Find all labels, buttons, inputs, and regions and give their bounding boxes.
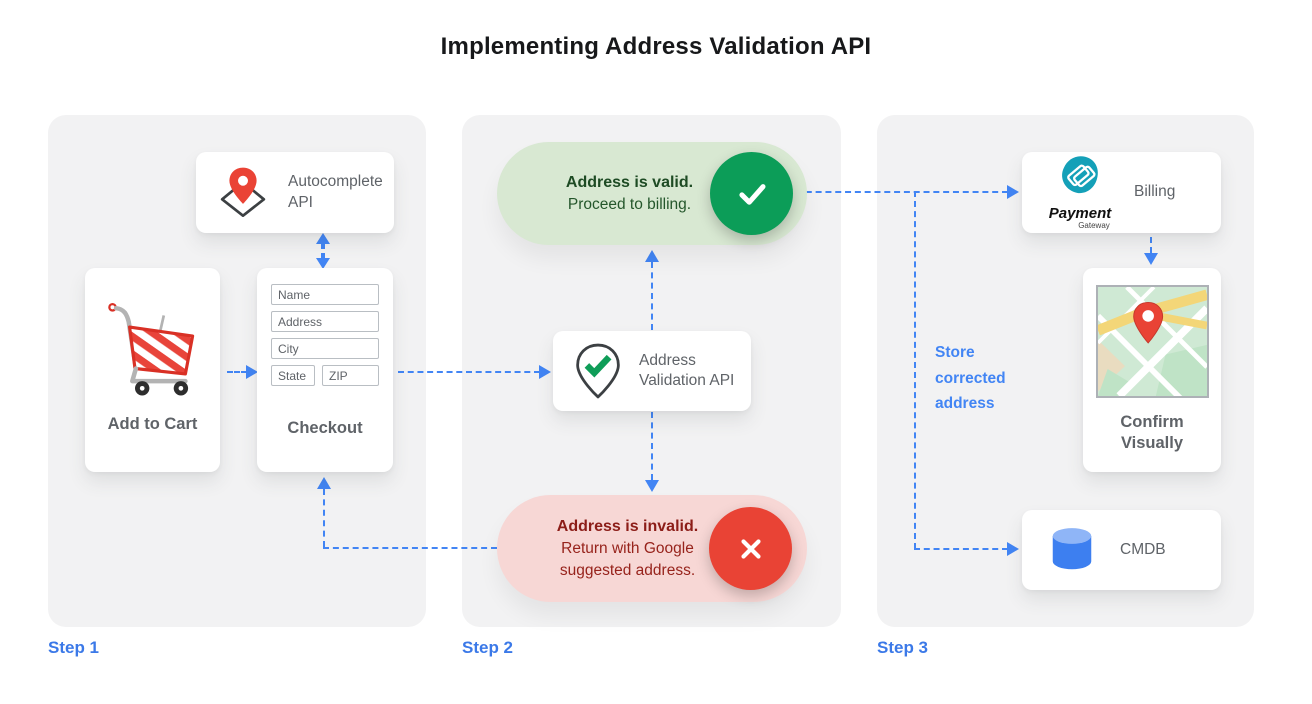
invalid-to-checkout-arrowhead-icon bbox=[317, 477, 331, 489]
map-thumbnail-icon bbox=[1095, 285, 1209, 398]
billing-label: Billing bbox=[1134, 183, 1176, 201]
x-icon bbox=[740, 538, 761, 559]
validation-to-valid-arrow bbox=[651, 262, 653, 330]
valid-status-badge bbox=[710, 152, 793, 235]
autocomplete-api-card: Autocomplete API bbox=[196, 152, 394, 233]
database-icon bbox=[1052, 528, 1092, 570]
step2-label: Step 2 bbox=[462, 638, 514, 657]
store-corrected-address-label: Store corrected address bbox=[935, 344, 1006, 413]
map-pin-diamond-icon bbox=[220, 167, 266, 217]
add-to-cart-card: Add to Cart bbox=[85, 268, 220, 472]
valid-to-billing-arrowhead-icon bbox=[1007, 185, 1019, 199]
address-valid-pill: Address is valid. Proceed to billing. bbox=[497, 142, 807, 245]
zip-field: ZIP bbox=[322, 365, 379, 386]
valid-to-billing-arrow bbox=[796, 191, 1008, 193]
validation-to-valid-arrowhead-icon bbox=[645, 250, 659, 262]
city-field: City bbox=[271, 338, 379, 359]
store-branch-arrowhead-icon bbox=[1007, 542, 1019, 556]
validation-to-invalid-arrow bbox=[651, 412, 653, 480]
name-field: Name bbox=[271, 284, 379, 305]
shopping-cart-icon bbox=[107, 303, 194, 396]
cart-to-checkout-arrow bbox=[227, 371, 247, 373]
address-invalid-pill: Address is invalid. Return with Google s… bbox=[497, 495, 807, 602]
step1-label: Step 1 bbox=[48, 638, 100, 657]
address-validation-api-label: Address Validation API bbox=[639, 351, 735, 389]
confirm-visually-label: Confirm Visually bbox=[1120, 413, 1184, 453]
store-branch-arrow-vertical bbox=[914, 191, 916, 549]
invalid-to-checkout-arrow-vertical bbox=[323, 489, 325, 547]
confirm-visually-card: Confirm Visually bbox=[1083, 268, 1221, 472]
autocomplete-api-label: Autocomplete API bbox=[288, 173, 383, 211]
checkout-to-validation-arrowhead-icon bbox=[539, 365, 551, 379]
billing-to-confirm-arrow bbox=[1150, 237, 1152, 253]
invalid-title: Address is invalid. bbox=[556, 517, 699, 535]
store-branch-arrow-horizontal bbox=[914, 548, 1008, 550]
payment-gateway-logo-subtitle: Gateway bbox=[1078, 221, 1110, 231]
add-to-cart-label: Add to Cart bbox=[107, 415, 198, 433]
cart-to-checkout-arrowhead-icon bbox=[246, 365, 258, 379]
check-icon bbox=[738, 183, 766, 205]
invalid-status-badge bbox=[709, 507, 792, 590]
checkout-autocomplete-bidirectional-arrow-icon bbox=[316, 233, 330, 269]
address-field: Address bbox=[271, 311, 379, 332]
pin-check-icon bbox=[576, 343, 620, 399]
valid-title: Address is valid. bbox=[565, 173, 694, 191]
checkout-to-validation-arrow bbox=[398, 371, 540, 373]
billing-card: Payment Gateway Billing bbox=[1022, 152, 1221, 233]
address-validation-api-card: Address Validation API bbox=[553, 331, 751, 411]
payment-gateway-blob-icon bbox=[1062, 156, 1098, 194]
payment-gateway-logo: Payment Gateway bbox=[1036, 154, 1124, 231]
page-title: Implementing Address Validation API bbox=[440, 33, 872, 60]
checkout-card: Name Address City State ZIP Checkout bbox=[257, 268, 393, 472]
payment-gateway-logo-title: Payment bbox=[1048, 205, 1112, 223]
invalid-subtitle: Return with Google suggested address. bbox=[559, 540, 696, 579]
billing-to-confirm-arrowhead-icon bbox=[1144, 253, 1158, 265]
invalid-to-checkout-arrow-horizontal bbox=[323, 547, 497, 549]
checkout-label: Checkout bbox=[287, 419, 363, 437]
cmdb-label: CMDB bbox=[1120, 540, 1166, 558]
step3-label: Step 3 bbox=[877, 638, 929, 657]
valid-subtitle: Proceed to billing. bbox=[567, 195, 692, 213]
cmdb-card: CMDB bbox=[1022, 510, 1221, 590]
validation-to-invalid-arrowhead-icon bbox=[645, 480, 659, 492]
state-field: State bbox=[271, 365, 315, 386]
